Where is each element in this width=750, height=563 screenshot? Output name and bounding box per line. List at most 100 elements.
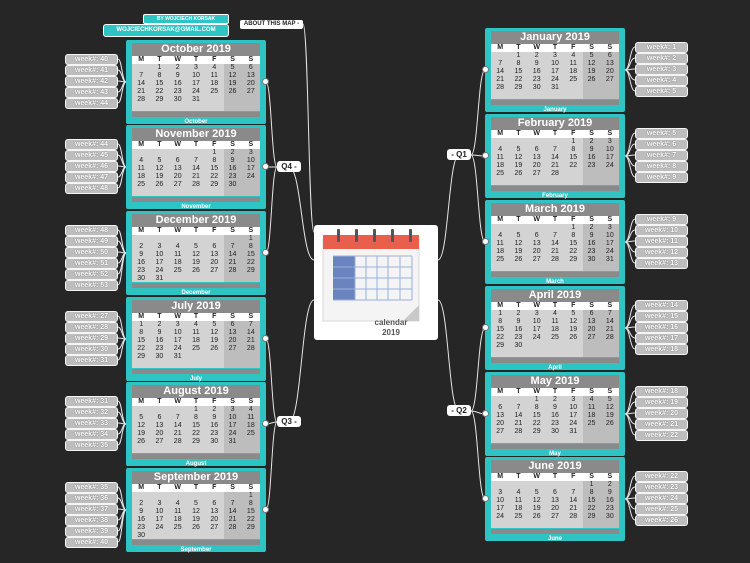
week-tag[interactable]: week#: 22 bbox=[635, 430, 688, 441]
week-tag[interactable]: week#: 25 bbox=[635, 504, 688, 515]
week-tag[interactable]: week#: 44 bbox=[65, 98, 118, 109]
week-tag[interactable]: week#: 14 bbox=[635, 300, 688, 311]
week-tag[interactable]: week#: 23 bbox=[635, 482, 688, 493]
week-tag[interactable]: week#: 13 bbox=[635, 258, 688, 269]
week-tag[interactable]: week#: 42 bbox=[65, 76, 118, 87]
collapse-toggle[interactable] bbox=[262, 420, 269, 427]
week-tag[interactable]: week#: 31 bbox=[65, 355, 118, 366]
week-tag[interactable]: week#: 16 bbox=[635, 322, 688, 333]
week-tag[interactable]: week#: 30 bbox=[65, 344, 118, 355]
week-tag[interactable]: week#: 5 bbox=[635, 128, 688, 139]
week-tag[interactable]: week#: 26 bbox=[635, 515, 688, 526]
week-tag[interactable]: week#: 46 bbox=[65, 161, 118, 172]
collapse-toggle[interactable] bbox=[262, 335, 269, 342]
week-tag[interactable]: week#: 39 bbox=[65, 526, 118, 537]
week-tag[interactable]: week#: 37 bbox=[65, 504, 118, 515]
week-tag[interactable]: week#: 3 bbox=[635, 64, 688, 75]
week-tag[interactable]: week#: 18 bbox=[635, 344, 688, 355]
week-tag[interactable]: week#: 48 bbox=[65, 183, 118, 194]
week-tag[interactable]: week#: 50 bbox=[65, 247, 118, 258]
collapse-toggle[interactable] bbox=[262, 78, 269, 85]
week-tag[interactable]: week#: 49 bbox=[65, 236, 118, 247]
week-tag[interactable]: week#: 15 bbox=[635, 311, 688, 322]
week-tag[interactable]: week#: 9 bbox=[635, 172, 688, 183]
week-tag[interactable]: week#: 21 bbox=[635, 419, 688, 430]
week-tag[interactable]: week#: 27 bbox=[65, 311, 118, 322]
week-tag[interactable]: week#: 35 bbox=[65, 440, 118, 451]
week-tag[interactable]: week#: 34 bbox=[65, 429, 118, 440]
week-tag[interactable]: week#: 41 bbox=[65, 65, 118, 76]
week-tag[interactable]: week#: 31 bbox=[65, 396, 118, 407]
collapse-toggle[interactable] bbox=[262, 163, 269, 170]
q1-topic[interactable]: - Q1 bbox=[447, 149, 471, 160]
week-tag[interactable]: week#: 29 bbox=[65, 333, 118, 344]
week-tag[interactable]: week#: 24 bbox=[635, 493, 688, 504]
week-tag[interactable]: week#: 7 bbox=[635, 150, 688, 161]
week-tag[interactable]: week#: 20 bbox=[635, 408, 688, 419]
day-cell: 21 bbox=[137, 88, 146, 95]
day-cell: 20 bbox=[532, 248, 541, 255]
week-tag[interactable]: week#: 12 bbox=[635, 247, 688, 258]
week-tag[interactable]: week#: 51 bbox=[65, 258, 118, 269]
email-link[interactable]: WOJCIECHKORSAK@GMAIL.COM bbox=[103, 24, 229, 37]
collapse-toggle[interactable] bbox=[482, 495, 489, 502]
q3-topic[interactable]: Q3 - bbox=[277, 416, 301, 427]
week-tag[interactable]: week#: 40 bbox=[65, 54, 118, 65]
week-tag[interactable]: week#: 2 bbox=[635, 53, 688, 64]
week-tag[interactable]: week#: 36 bbox=[65, 493, 118, 504]
week-tag[interactable]: week#: 32 bbox=[65, 407, 118, 418]
week-tag[interactable]: week#: 53 bbox=[65, 280, 118, 291]
week-tag[interactable]: week#: 35 bbox=[65, 482, 118, 493]
week-tag[interactable]: week#: 33 bbox=[65, 418, 118, 429]
collapse-toggle[interactable] bbox=[262, 249, 269, 256]
week-tag[interactable]: week#: 45 bbox=[65, 150, 118, 161]
day-cell: 14 bbox=[173, 422, 182, 429]
collapse-toggle[interactable] bbox=[482, 324, 489, 331]
week-tag[interactable]: week#: 10 bbox=[635, 225, 688, 236]
collapse-toggle[interactable] bbox=[262, 506, 269, 513]
week-tag[interactable]: week#: 28 bbox=[65, 322, 118, 333]
week-tag[interactable]: week#: 8 bbox=[635, 161, 688, 172]
week-tag[interactable]: week#: 38 bbox=[65, 515, 118, 526]
week-tag[interactable]: week#: 1 bbox=[635, 42, 688, 53]
week-tag[interactable]: week#: 47 bbox=[65, 172, 118, 183]
q2-topic[interactable]: - Q2 bbox=[447, 405, 471, 416]
week-tag[interactable]: week#: 17 bbox=[635, 333, 688, 344]
week-tag[interactable]: week#: 9 bbox=[635, 214, 688, 225]
week-tag[interactable]: week#: 6 bbox=[635, 139, 688, 150]
week-tag[interactable]: week#: 5 bbox=[635, 86, 688, 97]
collapse-toggle[interactable] bbox=[482, 238, 489, 245]
collapse-toggle[interactable] bbox=[482, 66, 489, 73]
week-tag[interactable]: week#: 43 bbox=[65, 87, 118, 98]
week-tag[interactable]: week#: 18 bbox=[635, 386, 688, 397]
collapse-toggle[interactable] bbox=[482, 410, 489, 417]
day-cell: 10 bbox=[496, 497, 505, 504]
week-tag[interactable]: week#: 19 bbox=[635, 397, 688, 408]
about-this-map-button[interactable]: ABOUT THIS MAP - bbox=[240, 20, 303, 29]
week-tag[interactable]: week#: 48 bbox=[65, 225, 118, 236]
week-tag[interactable]: week#: 52 bbox=[65, 269, 118, 280]
week-tag[interactable]: week#: 40 bbox=[65, 537, 118, 548]
central-topic[interactable]: calendar 2019 bbox=[314, 225, 438, 340]
week-tag[interactable]: week#: 4 bbox=[635, 75, 688, 86]
week-tag[interactable]: week#: 11 bbox=[635, 236, 688, 247]
week-tag[interactable]: week#: 44 bbox=[65, 139, 118, 150]
week-tag[interactable]: week#: 22 bbox=[635, 471, 688, 482]
collapse-toggle[interactable] bbox=[482, 152, 489, 159]
q4-topic[interactable]: Q4 - bbox=[277, 161, 301, 172]
